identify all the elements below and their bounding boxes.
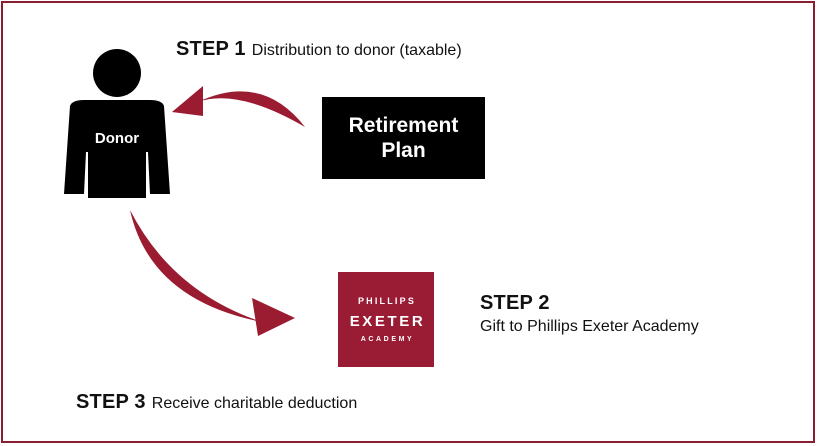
curved-arrow-icon	[172, 86, 305, 127]
logo-line-exeter: EXETER	[349, 313, 426, 330]
retirement-plan-box: Retirement Plan	[322, 97, 485, 179]
logo-line-academy: ACADEMY	[360, 336, 415, 343]
step-3-text: Receive charitable deduction	[151, 395, 358, 412]
retirement-plan-label: Retirement Plan	[348, 114, 459, 162]
step-3: STEP 3 Receive charitable deduction	[76, 391, 357, 414]
step-1-label: STEP 1	[176, 38, 246, 60]
donor-figure: Donor	[62, 48, 172, 198]
step-2: STEP 2 Gift to Phillips Exeter Academy	[480, 292, 699, 336]
step-3-label: STEP 3	[76, 391, 146, 413]
step-2-text: Gift to Phillips Exeter Academy	[480, 318, 699, 335]
logo-line-phillips: PHILLIPS	[357, 296, 417, 306]
step-1-text: Distribution to donor (taxable)	[251, 42, 462, 59]
step-2-label: STEP 2	[480, 292, 550, 314]
phillips-exeter-logo: PHILLIPS EXETER ACADEMY	[338, 272, 434, 367]
person-silhouette-icon	[64, 49, 170, 198]
donor-label: Donor	[94, 130, 140, 147]
curved-arrow-icon	[130, 210, 295, 336]
step-1: STEP 1 Distribution to donor (taxable)	[176, 38, 462, 61]
